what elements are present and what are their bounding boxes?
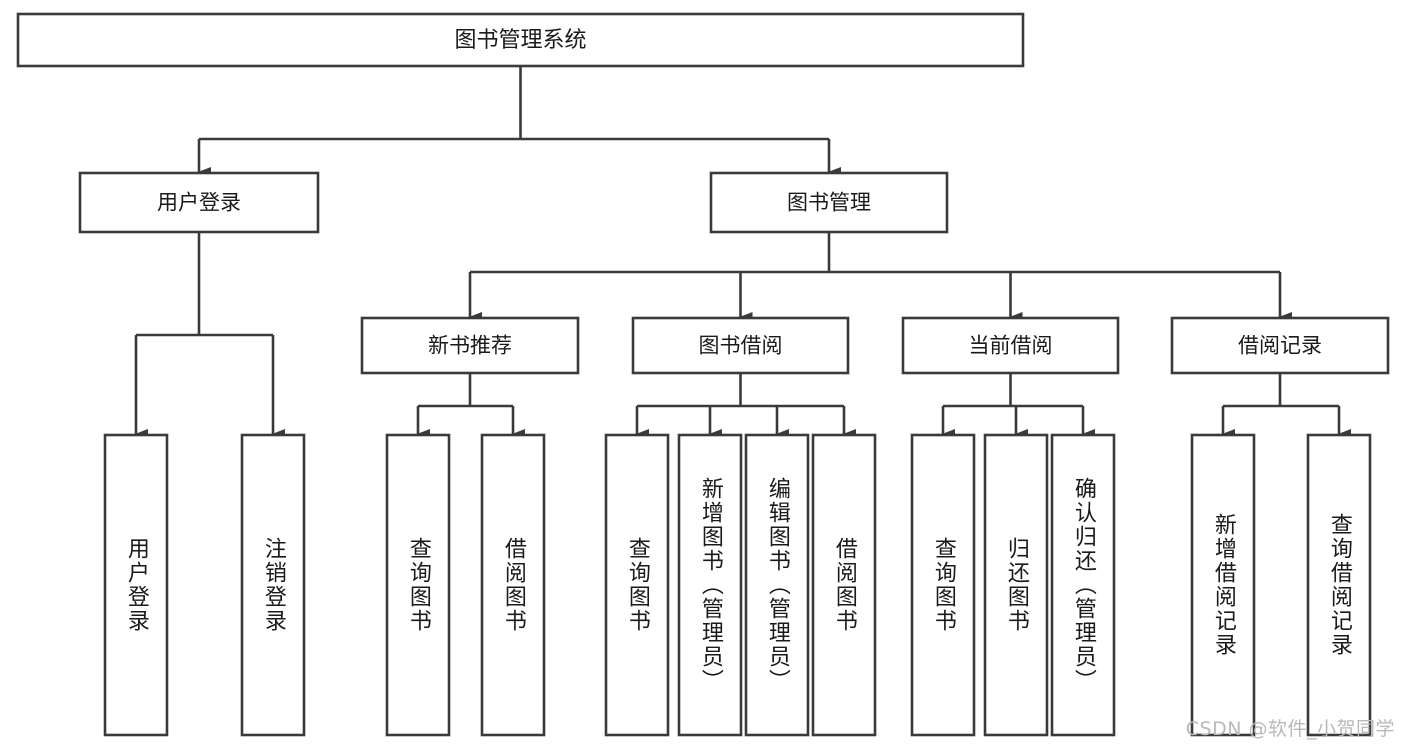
node-leaf-1-3-1-rect[interactable]	[1306, 433, 1372, 737]
node-leaf-1-0-0[interactable]	[385, 433, 451, 737]
node-leaf-1-3-0[interactable]	[1190, 433, 1256, 737]
node-leaf-1-3-0-rect[interactable]	[1190, 433, 1256, 737]
node-level2-1[interactable]: 图书管理	[709, 171, 949, 234]
node-leaf-1-1-3-rect[interactable]	[811, 433, 877, 737]
node-level2-0[interactable]: 用户登录	[78, 171, 320, 234]
node-leaf-1-1-3[interactable]	[811, 433, 877, 737]
node-level2-0-label: 用户登录	[157, 191, 241, 215]
node-leaf-1-2-0[interactable]	[910, 433, 976, 737]
node-leaf-1-2-2-rect[interactable]	[1050, 433, 1116, 737]
node-level3-1-1[interactable]: 图书借阅	[631, 316, 850, 375]
node-leaf-1-1-0-rect[interactable]	[604, 433, 670, 737]
node-leaf-1-1-2-rect[interactable]	[744, 433, 810, 737]
node-leaf-1-0-1[interactable]	[480, 433, 546, 737]
node-level2-1-label: 图书管理	[787, 191, 871, 215]
node-leaf-0-0[interactable]	[103, 433, 169, 737]
node-leaf-1-0-0-rect[interactable]	[385, 433, 451, 737]
node-level3-1-3[interactable]: 借阅记录	[1170, 316, 1390, 375]
node-leaf-1-1-1-rect[interactable]	[677, 433, 743, 737]
node-leaf-1-2-1-rect[interactable]	[983, 433, 1049, 737]
node-leaf-0-1[interactable]	[240, 433, 306, 737]
node-leaf-0-0-rect[interactable]	[103, 433, 169, 737]
node-level3-1-2-label: 当前借阅	[969, 334, 1053, 358]
node-level2-0-rect[interactable]	[78, 171, 320, 234]
connector-layer	[134, 66, 1351, 439]
node-root-label: 图书管理系统	[454, 28, 586, 53]
node-leaf-1-0-1-rect[interactable]	[480, 433, 546, 737]
node-leaf-1-2-2[interactable]	[1050, 433, 1116, 737]
node-root[interactable]: 图书管理系统	[16, 12, 1025, 68]
node-leaf-1-1-1[interactable]	[677, 433, 743, 737]
node-level3-1-1-label: 图书借阅	[699, 334, 783, 358]
node-level3-1-1-rect[interactable]	[631, 316, 850, 375]
node-level3-1-2[interactable]: 当前借阅	[901, 316, 1120, 375]
node-level3-1-3-label: 借阅记录	[1238, 334, 1322, 358]
node-leaf-0-1-rect[interactable]	[240, 433, 306, 737]
watermark: CSDN @软件_小贺同学	[1185, 718, 1395, 740]
node-leaf-1-1-0[interactable]	[604, 433, 670, 737]
node-leaf-1-3-1[interactable]	[1306, 433, 1372, 737]
node-level3-1-0-rect[interactable]	[360, 316, 580, 375]
node-root-rect[interactable]	[16, 12, 1025, 68]
node-level3-1-0-label: 新书推荐	[428, 334, 512, 358]
node-leaf-1-1-2[interactable]	[744, 433, 810, 737]
node-leaf-1-2-1[interactable]	[983, 433, 1049, 737]
node-level2-1-rect[interactable]	[709, 171, 949, 234]
node-level3-1-0[interactable]: 新书推荐	[360, 316, 580, 375]
node-level3-1-3-rect[interactable]	[1170, 316, 1390, 375]
node-level3-1-2-rect[interactable]	[901, 316, 1120, 375]
node-leaf-1-2-0-rect[interactable]	[910, 433, 976, 737]
